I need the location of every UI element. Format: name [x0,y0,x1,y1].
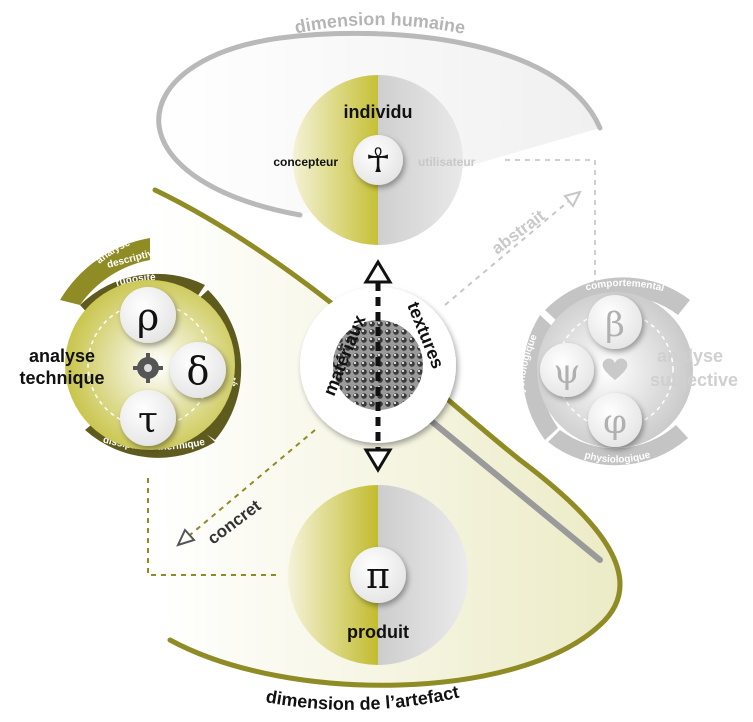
subjective-title-1: analyse [657,346,723,366]
delta-icon: δ [187,349,210,393]
rho-bubble [120,287,176,343]
ankh-icon: ☥ [365,141,390,181]
dissipation-band [85,420,215,458]
durete-band [195,290,242,440]
produit-connector [147,478,280,576]
ankh-bubble [353,135,403,185]
psi-bubble [540,343,594,397]
physiologique-band [548,425,688,466]
technique-analysis-group: analyse descriptive rugosité dureté diss… [19,237,242,458]
physiologique-label: physiologique [583,449,652,465]
pi-icon: π [366,556,390,597]
utilisateur-connector [505,159,596,290]
central-texture-group: matériaux textures [300,259,456,473]
phi-bubble [588,393,642,447]
phi-icon: φ [603,402,627,442]
utilisateur-label: utilisateur [418,155,476,169]
individu-title: individu [344,102,413,122]
beta-icon: β [605,305,625,345]
tau-icon: τ [138,400,158,441]
gear-icon [133,353,163,383]
delta-bubble [170,342,226,398]
psi-icon: ψ [554,352,581,392]
technique-title-2: technique [19,368,104,388]
technique-title-1: analyse [29,346,95,366]
subjective-title-2: subjective [650,370,738,390]
down-arrowhead [363,448,393,473]
pi-bubble [350,547,406,603]
concepteur-label: concepteur [273,155,338,169]
heart-icon [602,358,628,380]
produit-group: π produit [288,485,468,665]
up-arrowhead [363,259,393,284]
individu-group: individu concepteur utilisateur ☥ [273,75,476,245]
tau-bubble [120,390,176,446]
descriptive-band [60,238,150,305]
produit-title: produit [347,622,409,642]
subjective-analysis-group: comportemental psychologique physiologiq… [516,277,738,466]
comportemental-band [545,277,690,322]
beta-bubble [588,295,642,349]
grey-diagonal-line [427,417,603,563]
rho-icon: ρ [137,295,159,339]
abstract-arrow: abstrait [444,190,582,306]
abstract-label: abstrait [488,206,549,258]
